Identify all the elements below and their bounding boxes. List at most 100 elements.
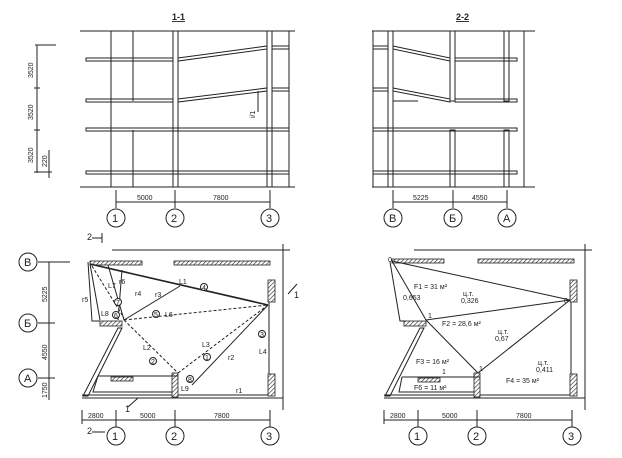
axis-bubble: 1 bbox=[106, 208, 126, 228]
axis-bubble: 3 bbox=[260, 426, 280, 446]
svg-text:0,67: 0,67 bbox=[495, 336, 509, 343]
section-2-2: 2-2 5225 4550 В Б А bbox=[372, 12, 535, 228]
svg-text:1: 1 bbox=[442, 369, 446, 376]
svg-text:6: 6 bbox=[114, 313, 118, 320]
plan-left: L7 L1 L6 L2 L3 L4 L8 L9 r6 r4 r3 r5 r2 r… bbox=[18, 232, 299, 446]
svg-text:2: 2 bbox=[473, 431, 479, 443]
axis-bubble: Б bbox=[443, 208, 463, 228]
svg-text:L9: L9 bbox=[181, 386, 189, 393]
svg-text:7800: 7800 bbox=[214, 413, 230, 420]
svg-text:0,326: 0,326 bbox=[461, 298, 479, 305]
svg-text:3520: 3520 bbox=[28, 104, 35, 120]
svg-text:1: 1 bbox=[112, 431, 118, 443]
svg-text:F1 = 31 м²: F1 = 31 м² bbox=[414, 284, 448, 291]
svg-text:r2: r2 bbox=[228, 355, 234, 362]
span-dim: 4550 bbox=[472, 195, 488, 202]
svg-text:1: 1 bbox=[414, 431, 420, 443]
load-lines bbox=[89, 263, 269, 386]
circled-numbers: 1 2 3 4 5 6 7 8 bbox=[112, 283, 266, 384]
svg-text:ц.т.: ц.т. bbox=[463, 291, 473, 298]
section-title: 1-1 bbox=[172, 12, 185, 22]
svg-text:0: 0 bbox=[564, 298, 568, 305]
svg-text:L1: L1 bbox=[179, 279, 187, 286]
svg-text:ц.т.: ц.т. bbox=[498, 329, 508, 336]
axis-bubble: В bbox=[18, 252, 38, 272]
axis-bubble: 2 bbox=[165, 208, 185, 228]
svg-text:А: А bbox=[24, 373, 32, 385]
svg-text:3: 3 bbox=[266, 431, 272, 443]
axis-bubble: В bbox=[383, 208, 403, 228]
svg-text:1: 1 bbox=[205, 355, 209, 362]
axis-bubble: А bbox=[497, 208, 517, 228]
axis-bubble: Б bbox=[18, 313, 38, 333]
svg-text:1: 1 bbox=[479, 366, 483, 373]
svg-text:5000: 5000 bbox=[140, 413, 156, 420]
svg-text:L4: L4 bbox=[259, 349, 267, 356]
side-value: 0,653 bbox=[403, 295, 421, 302]
svg-text:7800: 7800 bbox=[516, 413, 532, 420]
centroid-label: ц.т. 0,67 bbox=[495, 329, 509, 343]
svg-text:2800: 2800 bbox=[88, 413, 104, 420]
svg-text:5: 5 bbox=[154, 312, 158, 319]
centroid-label: ц.т. 0,411 bbox=[536, 360, 553, 374]
svg-text:L8: L8 bbox=[101, 311, 109, 318]
svg-text:В: В bbox=[24, 257, 31, 269]
section-title: 2-2 bbox=[456, 12, 469, 22]
svg-text:5225: 5225 bbox=[42, 286, 49, 302]
section-1-1: 1-1 i/1 bbox=[28, 12, 295, 228]
axis-bubble: А bbox=[18, 368, 38, 388]
axis-bubble: 3 bbox=[260, 208, 280, 228]
columns bbox=[110, 30, 290, 188]
floor-slabs bbox=[85, 45, 290, 175]
svg-text:2: 2 bbox=[151, 359, 155, 366]
span-dim: 7800 bbox=[213, 195, 229, 202]
svg-text:r3: r3 bbox=[155, 292, 161, 299]
plan-right: F1 = 31 м² F2 = 28,6 м² F3 = 16 м² F4 = … bbox=[383, 244, 592, 446]
area-triangles bbox=[391, 260, 571, 374]
axis-bubble: 1 bbox=[106, 426, 126, 446]
svg-text:8: 8 bbox=[188, 377, 192, 384]
svg-text:ц.т.: ц.т. bbox=[538, 360, 548, 367]
svg-text:2: 2 bbox=[171, 213, 177, 225]
svg-text:5000: 5000 bbox=[442, 413, 458, 420]
svg-text:2: 2 bbox=[87, 232, 92, 242]
svg-text:F2 = 28,6 м²: F2 = 28,6 м² bbox=[442, 321, 482, 328]
svg-text:0: 0 bbox=[388, 257, 392, 264]
svg-text:3: 3 bbox=[568, 431, 574, 443]
svg-text:2: 2 bbox=[171, 431, 177, 443]
svg-text:1: 1 bbox=[428, 313, 432, 320]
svg-text:r5: r5 bbox=[82, 297, 88, 304]
svg-text:1: 1 bbox=[112, 213, 118, 225]
svg-text:В: В bbox=[389, 213, 396, 225]
svg-text:1750: 1750 bbox=[42, 382, 49, 398]
svg-text:r1: r1 bbox=[236, 388, 242, 395]
axis-bubble: 2 bbox=[467, 426, 487, 446]
svg-text:4550: 4550 bbox=[42, 344, 49, 360]
centroid-label: ц.т. 0,326 bbox=[461, 291, 479, 305]
svg-text:3: 3 bbox=[266, 213, 272, 225]
span-dim: 5225 bbox=[413, 195, 429, 202]
svg-text:0,411: 0,411 bbox=[536, 367, 553, 374]
svg-text:L3: L3 bbox=[202, 342, 210, 349]
axis-bubble: 2 bbox=[165, 426, 185, 446]
span-dim: 5000 bbox=[137, 195, 153, 202]
svg-text:L7: L7 bbox=[108, 283, 116, 290]
svg-text:Б: Б bbox=[24, 318, 31, 330]
svg-text:4: 4 bbox=[202, 285, 206, 292]
svg-text:L2: L2 bbox=[143, 345, 151, 352]
svg-text:F3 = 16 м²: F3 = 16 м² bbox=[416, 359, 450, 366]
axis-bubble: 1 bbox=[408, 426, 428, 446]
svg-text:220: 220 bbox=[42, 155, 49, 167]
svg-text:F4 = 35 м²: F4 = 35 м² bbox=[506, 378, 540, 385]
svg-text:7: 7 bbox=[116, 300, 120, 307]
svg-text:3520: 3520 bbox=[28, 62, 35, 78]
axis-bubble: 3 bbox=[562, 426, 582, 446]
svg-text:r6: r6 bbox=[119, 279, 125, 286]
svg-text:3520: 3520 bbox=[28, 147, 35, 163]
svg-text:r4: r4 bbox=[135, 291, 141, 298]
svg-text:2: 2 bbox=[87, 426, 92, 436]
slope-label: i/1 bbox=[250, 111, 257, 119]
svg-text:3: 3 bbox=[260, 332, 264, 339]
height-dimensions: 3520 3520 3520 220 bbox=[28, 44, 56, 178]
